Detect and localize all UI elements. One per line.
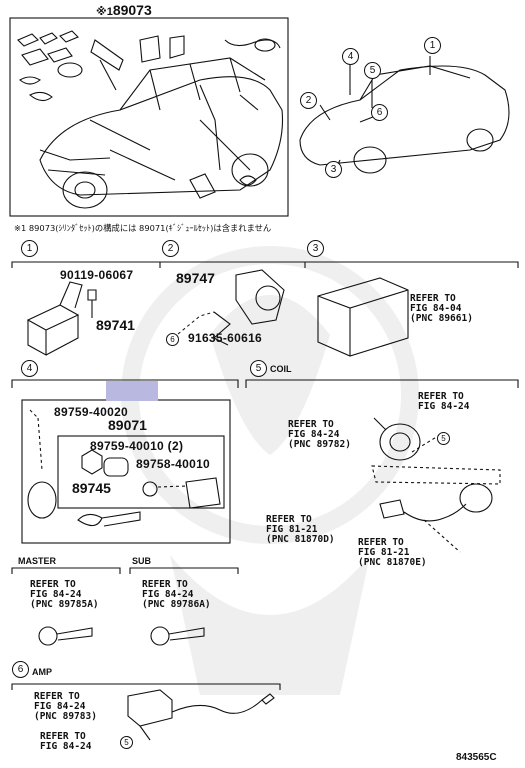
callout-4: 4 bbox=[342, 48, 359, 65]
ref-line: FIG 84-24 bbox=[34, 701, 86, 712]
ref-line: REFER TO bbox=[142, 579, 188, 590]
ref-line: REFER TO bbox=[266, 514, 312, 525]
coil-sub-callout: 5 bbox=[437, 432, 450, 445]
ref-line: REFER TO bbox=[358, 537, 404, 548]
sections-1-3-bracket bbox=[11, 261, 519, 268]
ref-line: (PNC 81870E) bbox=[358, 557, 427, 568]
lock-cylinders bbox=[17, 30, 281, 199]
watermark-emblem bbox=[121, 246, 419, 695]
ref-line: FIG 84-24 bbox=[40, 741, 92, 752]
part-89759-40010: 89759-40010 (2) bbox=[90, 439, 184, 453]
callout-5: 5 bbox=[364, 62, 381, 79]
coil-reference-b: REFER TO FIG 84-24 bbox=[418, 392, 469, 412]
callout-2: 2 bbox=[300, 92, 317, 109]
ref-line: FIG 84-04 bbox=[410, 303, 462, 314]
ref-line: REFER TO bbox=[30, 579, 76, 590]
ref-line: FIG 81-21 bbox=[358, 547, 410, 558]
amp-sub-callout: 5 bbox=[120, 736, 133, 749]
ref-line: FIG 84-24 bbox=[288, 429, 340, 440]
sub-key-reference: REFER TO FIG 84-24 (PNC 89786A) bbox=[142, 580, 211, 610]
section-3-number: 3 bbox=[307, 240, 324, 257]
part-89758-40010: 89758-40010 bbox=[136, 457, 211, 471]
section-2-number: 2 bbox=[162, 240, 179, 257]
part-89741-drawing bbox=[26, 281, 97, 356]
part-89741-label: 89741 bbox=[96, 317, 135, 333]
ref-line: REFER TO bbox=[34, 691, 80, 702]
callout-1: 1 bbox=[424, 37, 441, 54]
ref-line: (PNC 81870D) bbox=[266, 534, 335, 545]
car-illustration-large bbox=[39, 57, 284, 209]
ref-line: REFER TO bbox=[418, 391, 464, 402]
coil-reference-d: REFER TO FIG 81-21 (PNC 81870E) bbox=[358, 538, 427, 568]
part-89747-drawing bbox=[213, 269, 285, 346]
coil-reference-c: REFER TO FIG 81-21 (PNC 81870D) bbox=[266, 515, 335, 545]
section-6-number: 6 bbox=[12, 661, 29, 678]
ref-line: (PNC 89786A) bbox=[142, 599, 211, 610]
sub-bracket bbox=[129, 567, 239, 574]
cylinder-set-number: 89073 bbox=[112, 2, 152, 18]
sub-key-label: SUB bbox=[132, 556, 152, 566]
master-label: MASTER bbox=[18, 556, 56, 566]
callout-6: 6 bbox=[371, 104, 388, 121]
part-89747-label: 89747 bbox=[176, 270, 215, 286]
section-1-number: 1 bbox=[21, 240, 38, 257]
ref-line: FIG 84-24 bbox=[142, 589, 194, 600]
ref-line: (PNC 89661) bbox=[410, 313, 473, 324]
part-89071-box bbox=[57, 435, 225, 509]
amp-reference-b: REFER TO FIG 84-24 bbox=[40, 732, 91, 752]
top-box-part-number: ※189073 bbox=[96, 2, 152, 18]
sub-key bbox=[150, 626, 205, 646]
part-89745-label: 89745 bbox=[72, 480, 111, 496]
transmitter-parts bbox=[27, 417, 221, 527]
bolt-part-number: 90119-06067 bbox=[60, 268, 134, 282]
illustration-code: 843565C bbox=[456, 752, 497, 763]
section-4-number: 4 bbox=[21, 360, 38, 377]
coil-drawing bbox=[371, 417, 501, 553]
ref-line: (PNC 89782) bbox=[288, 439, 351, 450]
amp-label: AMP bbox=[32, 667, 52, 677]
section-3-reference: REFER TO FIG 84-04 (PNC 89661) bbox=[410, 294, 473, 324]
coil-reference-a: REFER TO FIG 84-24 (PNC 89782) bbox=[288, 420, 351, 450]
cylinder-set-box bbox=[9, 17, 289, 217]
highlight-89071 bbox=[106, 381, 158, 401]
coil-label: COIL bbox=[270, 364, 292, 374]
car-illustration-small bbox=[299, 56, 510, 176]
ref-line: (PNC 89785A) bbox=[30, 599, 99, 610]
master-bracket bbox=[11, 567, 121, 574]
ref-line: FIG 84-24 bbox=[30, 589, 82, 600]
ref-line: FIG 81-21 bbox=[266, 524, 318, 535]
section-2-sub-callout: 6 bbox=[166, 333, 179, 346]
ref-line: REFER TO bbox=[288, 419, 334, 430]
screw-part-number: 91635-60616 bbox=[188, 331, 263, 345]
section-4-bracket bbox=[11, 379, 239, 388]
ref-line: FIG 84-24 bbox=[418, 401, 470, 412]
section-5-bracket bbox=[245, 379, 519, 388]
callout-3: 3 bbox=[325, 161, 342, 178]
ref-line: (PNC 89783) bbox=[34, 711, 97, 722]
star-mark: ※1 bbox=[96, 6, 113, 18]
section-6-bracket bbox=[11, 683, 281, 690]
part-89661-drawing bbox=[317, 277, 409, 357]
part-89071-label: 89071 bbox=[108, 417, 147, 433]
amp-drawing bbox=[127, 689, 275, 741]
ref-line: REFER TO bbox=[40, 731, 86, 742]
part-89759-40020: 89759-40020 bbox=[54, 405, 129, 419]
amp-reference-a: REFER TO FIG 84-24 (PNC 89783) bbox=[34, 692, 97, 722]
master-key bbox=[38, 626, 93, 646]
master-reference: REFER TO FIG 84-24 (PNC 89785A) bbox=[30, 580, 99, 610]
ref-line: REFER TO bbox=[410, 293, 456, 304]
section-5-number: 5 bbox=[250, 360, 267, 377]
cylinder-set-note: ※1 89073(ｼﾘﾝﾀﾞｾｯﾄ)の構成には 89071(ｷﾞｼﾞｭｰﾙｾｯﾄ… bbox=[14, 223, 272, 233]
